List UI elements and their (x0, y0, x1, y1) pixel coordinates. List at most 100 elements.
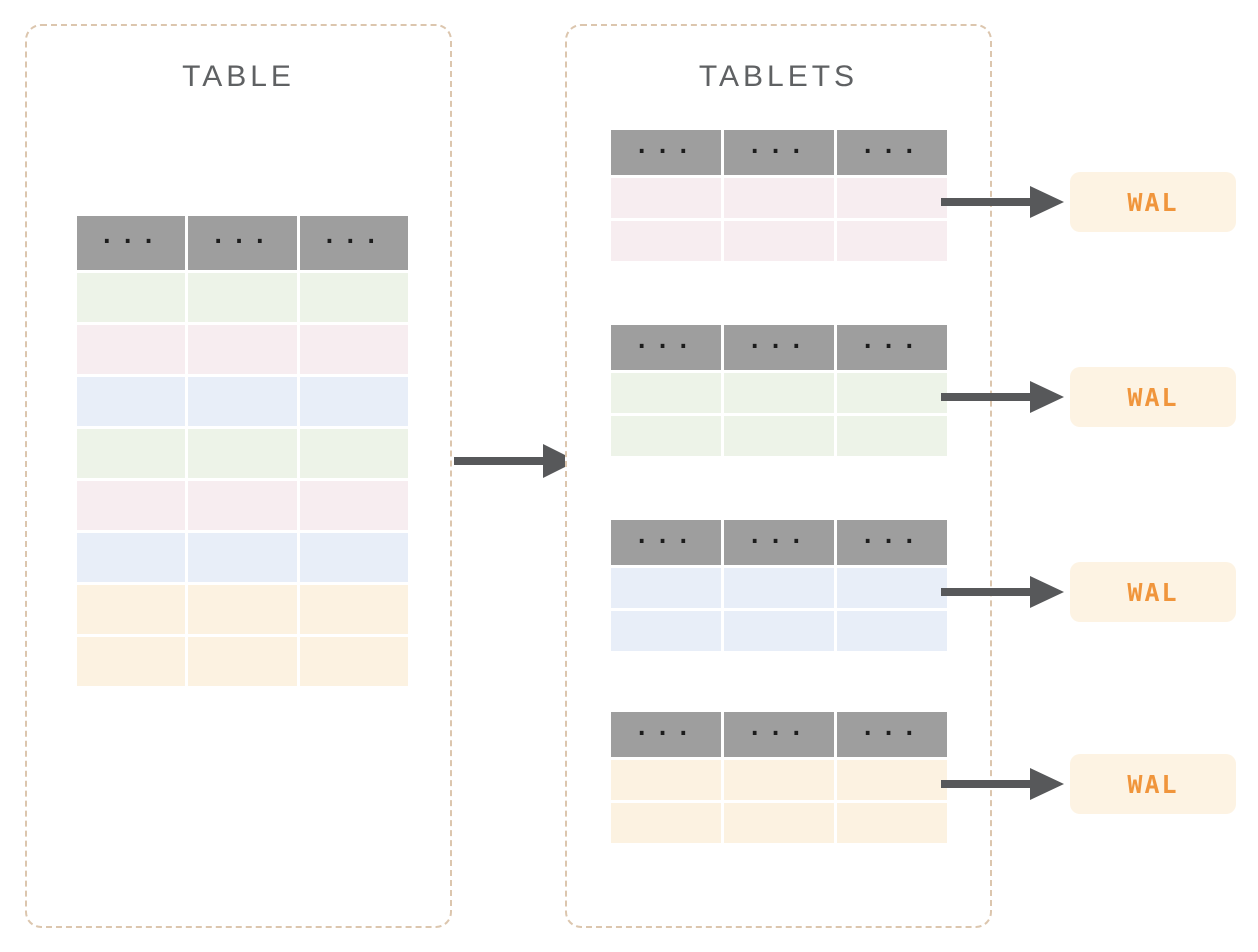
table-row-cell (299, 481, 408, 530)
table-panel-title: TABLE (182, 60, 295, 93)
table-row-cell (837, 221, 947, 261)
table-row-cell (299, 533, 408, 582)
table-row-cell (724, 760, 834, 800)
ellipsis-label: ... (747, 714, 811, 741)
tablet-table: ......... (611, 712, 947, 843)
table-row-cell (837, 611, 947, 651)
tablet-group: ......... WAL (611, 712, 1258, 856)
table-row-cell (611, 760, 721, 800)
wal-label: WAL (1127, 382, 1179, 412)
header-cell: ... (611, 130, 721, 175)
table-row-cell (188, 377, 297, 426)
header-cell: ... (611, 325, 721, 370)
tablet-to-wal-arrow (941, 576, 1064, 608)
wal-label: WAL (1127, 577, 1179, 607)
table-row-cell (77, 273, 186, 322)
table-row-cell (611, 416, 721, 456)
table-row-cell (837, 803, 947, 843)
ellipsis-label: ... (747, 327, 811, 354)
wal-box: WAL (1070, 367, 1236, 427)
tablet-table: ......... (611, 520, 947, 651)
header-cell: ... (724, 520, 834, 565)
table-row-cell (77, 377, 186, 426)
table-row-cell (611, 221, 721, 261)
header-cell: ... (837, 130, 947, 175)
table-row-cell (724, 803, 834, 843)
table-row-cell (724, 568, 834, 608)
tablet-to-wal-arrow (941, 381, 1064, 413)
table-row-cell (77, 429, 186, 478)
wal-box: WAL (1070, 172, 1236, 232)
table-row-cell (837, 416, 947, 456)
table-row-cell (611, 803, 721, 843)
table-row-cell (188, 637, 297, 686)
table-row-cell (724, 221, 834, 261)
table-row-cell (299, 585, 408, 634)
table-row-cell (188, 429, 297, 478)
table-row-cell (837, 178, 947, 218)
wal-box: WAL (1070, 562, 1236, 622)
header-cell: ... (724, 325, 834, 370)
header-cell: ... (77, 216, 186, 270)
tablets-panel-title: TABLETS (698, 60, 859, 93)
table-row-cell (611, 611, 721, 651)
tablet-table: ......... (611, 130, 947, 261)
tablet-group: ......... WAL (611, 130, 1258, 274)
ellipsis-label: ... (634, 327, 698, 354)
table-panel: TABLE ......... (25, 24, 452, 928)
table-row-cell (299, 637, 408, 686)
tablet-to-wal-arrow (941, 768, 1064, 800)
header-cell: ... (188, 216, 297, 270)
table-row-cell (724, 611, 834, 651)
header-cell: ... (837, 520, 947, 565)
table-row-cell (299, 377, 408, 426)
header-cell: ... (837, 325, 947, 370)
tablet-to-wal-arrow (941, 186, 1064, 218)
table-row-cell (611, 178, 721, 218)
header-cell: ... (611, 712, 721, 757)
ellipsis-label: ... (747, 132, 811, 159)
table-row-cell (837, 373, 947, 413)
table-row-cell (188, 325, 297, 374)
table-row-cell (724, 373, 834, 413)
ellipsis-label: ... (747, 522, 811, 549)
table-row-cell (611, 373, 721, 413)
ellipsis-label: ... (860, 522, 924, 549)
tablet-group: ......... WAL (611, 520, 1258, 664)
wal-label: WAL (1127, 187, 1179, 217)
table-row-cell (724, 416, 834, 456)
header-cell: ... (611, 520, 721, 565)
table-row-cell (611, 568, 721, 608)
table-to-tablets-arrow (454, 444, 577, 478)
table-row-cell (188, 585, 297, 634)
tablet-table: ......... (611, 325, 947, 456)
wal-box: WAL (1070, 754, 1236, 814)
table-row-cell (299, 429, 408, 478)
ellipsis-label: ... (634, 714, 698, 741)
table-row-cell (77, 481, 186, 530)
table-row-cell (188, 273, 297, 322)
table-row-cell (188, 481, 297, 530)
wal-label: WAL (1127, 769, 1179, 799)
table-row-cell (837, 568, 947, 608)
ellipsis-label: ... (860, 132, 924, 159)
table-row-cell (299, 273, 408, 322)
header-cell: ... (299, 216, 408, 270)
table-row-cell (188, 533, 297, 582)
header-cell: ... (724, 712, 834, 757)
table-row-cell (77, 637, 186, 686)
header-cell: ... (724, 130, 834, 175)
ellipsis-label: ... (634, 522, 698, 549)
ellipsis-label: ... (99, 223, 163, 250)
ellipsis-label: ... (211, 223, 274, 250)
source-table: ......... (77, 216, 408, 686)
ellipsis-label: ... (860, 714, 924, 741)
ellipsis-label: ... (860, 327, 924, 354)
table-row-cell (837, 760, 947, 800)
table-row-cell (299, 325, 408, 374)
table-row-cell (77, 585, 186, 634)
header-cell: ... (837, 712, 947, 757)
ellipsis-label: ... (322, 223, 386, 250)
